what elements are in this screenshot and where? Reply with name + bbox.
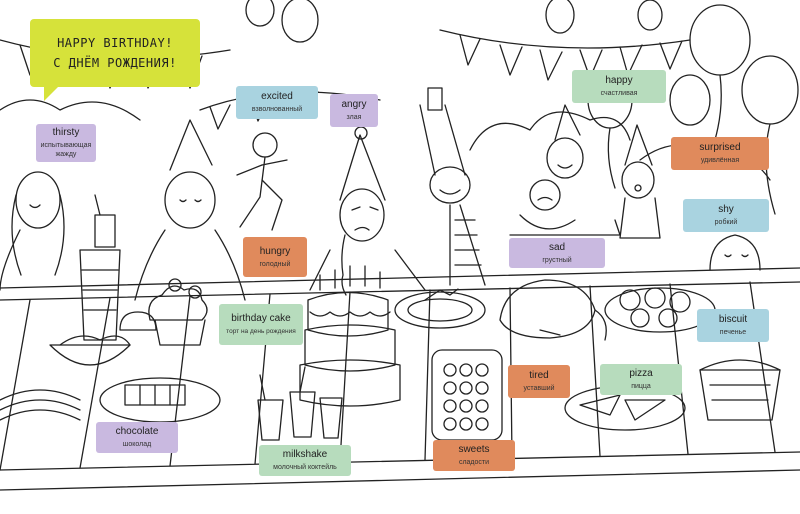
label-sweets: sweets сладости (433, 440, 515, 471)
label-angry: angry злая (330, 94, 378, 127)
label-tired-ru: уставший (523, 385, 555, 392)
plate (394, 288, 486, 329)
label-pizza: pizza пицца (600, 364, 682, 395)
label-surprised: surprised удивлённая (671, 137, 769, 170)
cat-tired (499, 279, 607, 341)
label-angry-en: angry (341, 99, 367, 110)
label-milkshake-ru: молочный коктейль (273, 464, 337, 471)
label-happy: happy счастливая (572, 70, 666, 103)
label-sad-en: sad (548, 241, 566, 253)
girl-angry (309, 126, 426, 296)
cups-stack (79, 194, 121, 341)
bowl-left (49, 335, 131, 366)
label-thirsty-ru-text: испытывающая жажду (40, 142, 92, 158)
girl-thirsty (0, 171, 65, 291)
boy-hat (134, 119, 246, 301)
label-excited-ru: взволнованный (251, 106, 303, 113)
birthday-cake (299, 265, 401, 407)
label-thirsty-en: thirsty (52, 127, 80, 138)
label-hungry: hungry голодный (243, 237, 307, 277)
girl-surprised (619, 124, 661, 239)
label-milkshake: milkshake молочный коктейль (259, 445, 351, 476)
label-chocolate-ru: шоколад (122, 441, 152, 448)
label-shy-ru: робкий (714, 219, 738, 226)
cupcakes (119, 278, 208, 346)
label-biscuit-en: biscuit (718, 314, 748, 325)
girl-happy (546, 104, 584, 179)
label-angry-ru: злая (346, 114, 362, 121)
label-tired: tired уставший (508, 365, 570, 398)
boy-excited (236, 132, 288, 231)
label-hungry-en: hungry (259, 245, 291, 257)
label-shy-en: shy (718, 204, 734, 215)
label-birthday-cake: birthday cake торт на день рождения (219, 304, 303, 345)
label-surprised-ru: удивлённая (700, 157, 740, 164)
label-sad: sad грустный (509, 238, 605, 268)
bushes (0, 99, 771, 181)
label-pizza-ru: пицца (631, 383, 651, 390)
kid-sad (509, 179, 621, 236)
label-thirsty: thirsty испытывающая жажду (36, 124, 96, 162)
label-biscuit-ru: печенье (719, 329, 747, 336)
basket (699, 359, 781, 421)
label-birthday-cake-en: birthday cake (231, 313, 291, 324)
milkshake-glasses (257, 366, 343, 441)
title-banner: HAPPY BIRTHDAY! С ДНЁМ РОЖДЕНИЯ! (30, 19, 200, 101)
kid-shy (709, 234, 761, 271)
label-happy-ru: счастливая (600, 90, 638, 97)
label-excited-en: excited (261, 91, 293, 102)
label-happy-en: happy (605, 75, 633, 86)
bunting-right (439, 29, 691, 81)
label-tired-en: tired (529, 370, 549, 381)
label-surprised-en: surprised (699, 142, 741, 153)
title-russian: С ДНЁМ РОЖДЕНИЯ! (53, 56, 177, 70)
label-birthday-cake-ru: торт на день рождения (226, 328, 296, 335)
plates-stack (0, 389, 81, 421)
label-excited: excited взволнованный (236, 86, 318, 119)
label-chocolate: chocolate шоколад (96, 422, 178, 453)
chocolate-plate (99, 377, 221, 423)
label-pizza-en: pizza (629, 368, 653, 379)
label-biscuit: biscuit печенье (697, 309, 769, 342)
title-english: HAPPY BIRTHDAY! (57, 36, 173, 50)
label-hungry-ru: голодный (259, 260, 291, 268)
label-sweets-ru: сладости (458, 459, 490, 466)
label-shy: shy робкий (683, 199, 769, 232)
label-sweets-en: sweets (458, 444, 490, 455)
sweets-jar (431, 349, 503, 441)
label-thirsty-ru: испытывающая жажду (39, 141, 93, 159)
label-milkshake-en: milkshake (282, 449, 328, 460)
girl-jumping (419, 87, 486, 286)
balloons (245, 0, 799, 215)
label-chocolate-en: chocolate (115, 426, 159, 437)
label-sad-ru: грустный (542, 256, 572, 264)
